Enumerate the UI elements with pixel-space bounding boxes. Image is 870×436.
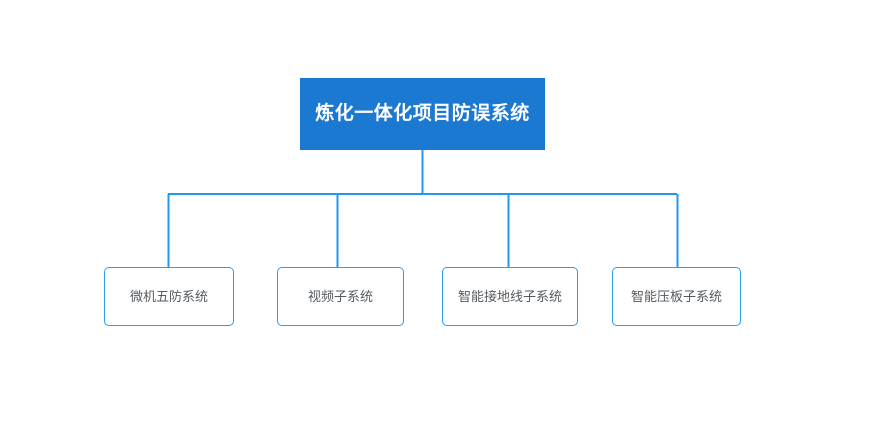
child-node-4-label: 智能压板子系统 <box>630 288 722 304</box>
child-node-2[interactable]: 视频子系统 <box>277 267 404 326</box>
child-node-1-label: 微机五防系统 <box>129 288 208 304</box>
child-node-2-label: 视频子系统 <box>307 288 373 304</box>
child-node-3-label: 智能接地线子系统 <box>457 288 562 304</box>
root-node[interactable]: 炼化一体化项目防误系统 <box>300 78 545 150</box>
child-node-4[interactable]: 智能压板子系统 <box>612 267 741 326</box>
root-node-label: 炼化一体化项目防误系统 <box>315 102 530 124</box>
child-node-1[interactable]: 微机五防系统 <box>104 267 234 326</box>
child-node-3[interactable]: 智能接地线子系统 <box>442 267 578 326</box>
